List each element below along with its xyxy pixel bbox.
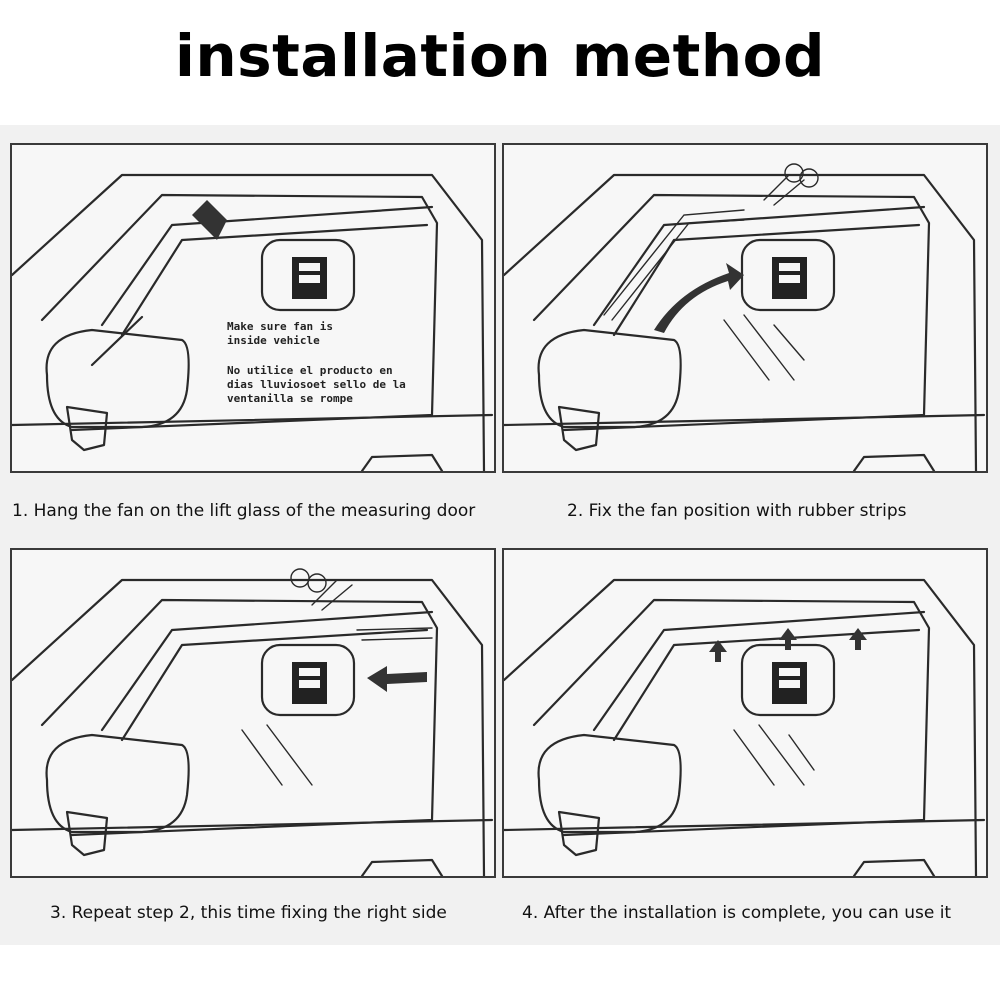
step-1-note-english: Make sure fan is inside vehicle: [227, 320, 467, 348]
step-1-car-drawing: [12, 173, 494, 471]
note-line: Make sure fan is: [227, 320, 333, 333]
step-2-illustration: [502, 143, 988, 473]
note-line: No utilice el producto en: [227, 364, 393, 377]
step-3-caption: 3. Repeat step 2, this time fixing the r…: [50, 903, 447, 923]
step-1-illustration: Make sure fan is inside vehicle No utili…: [10, 143, 496, 473]
step-2-caption: 2. Fix the fan position with rubber stri…: [567, 501, 907, 521]
step-1-note-spanish: No utilice el producto en dias lluviosoe…: [227, 364, 467, 406]
step-3-illustration: [10, 548, 496, 878]
note-line: ventanilla se rompe: [227, 392, 353, 405]
step-1-caption: 1. Hang the fan on the lift glass of the…: [12, 501, 476, 521]
step-3-car-drawing: [12, 568, 494, 876]
step-4-caption: 4. After the installation is complete, y…: [522, 903, 952, 923]
step-2-car-drawing: [504, 163, 986, 471]
page-title: installation method: [174, 22, 826, 90]
step-4-car-drawing: [504, 578, 986, 876]
note-line: inside vehicle: [227, 334, 320, 347]
step-4-illustration: [502, 548, 988, 878]
note-line: dias lluviosoet sello de la: [227, 378, 406, 391]
